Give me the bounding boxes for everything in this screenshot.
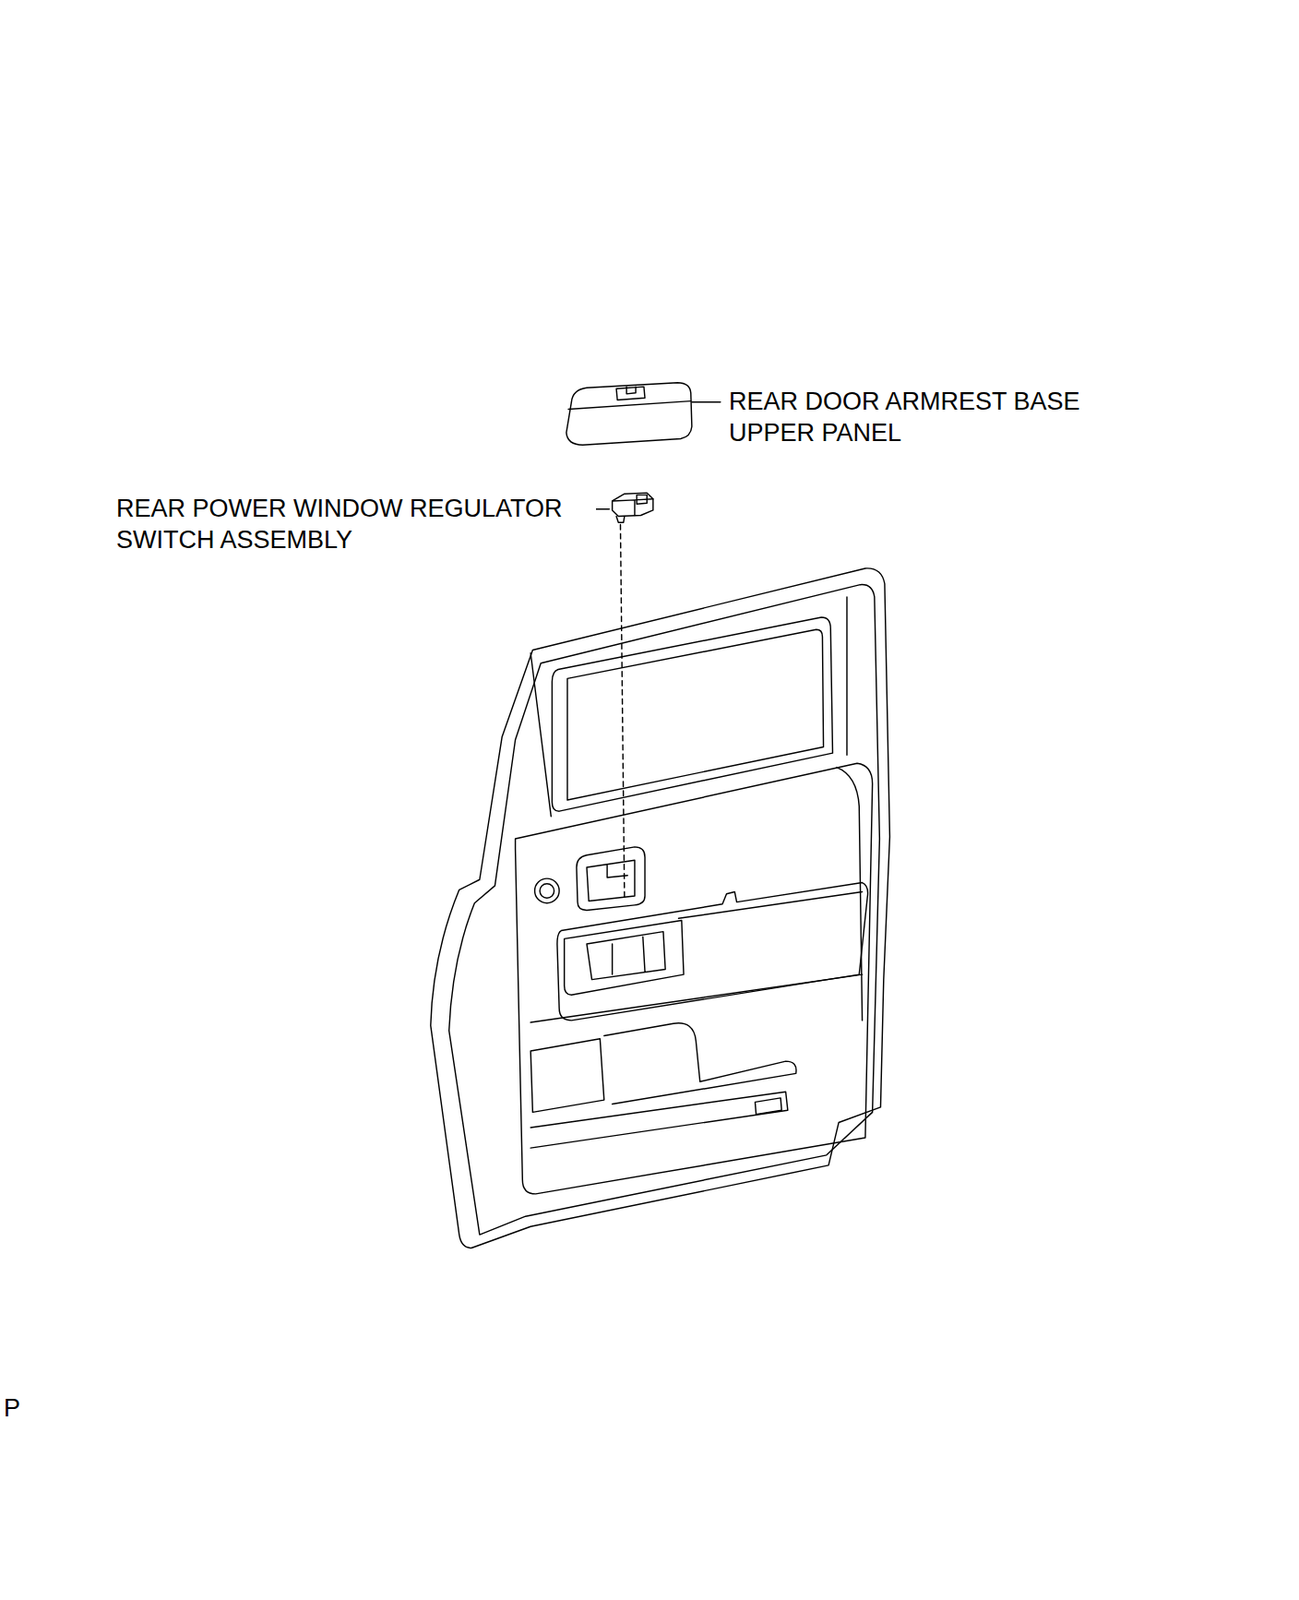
switch-body	[612, 492, 654, 516]
trim-line	[530, 974, 862, 1023]
lock-knob-inner	[539, 883, 554, 898]
assembly-dashed-line	[619, 524, 624, 900]
lock-knob	[535, 878, 561, 904]
door-inner	[449, 584, 881, 1236]
inside-handle-recess	[576, 846, 645, 911]
frame-edge	[530, 596, 847, 817]
switch-pocket-detail	[586, 931, 666, 980]
armrest	[557, 882, 869, 1021]
switch-pocket	[564, 919, 684, 995]
window-opening	[551, 617, 833, 811]
inside-handle	[586, 859, 635, 901]
pocket-edge	[530, 1091, 788, 1148]
armrest-edge	[679, 892, 863, 919]
switch-assembly	[612, 492, 654, 523]
part-name: REAR DOOR ARMREST BASE UPPER PANEL	[728, 385, 1126, 449]
panel-edge	[568, 401, 692, 410]
switch-hole-inner	[626, 386, 636, 394]
switch-connector	[616, 516, 625, 524]
panel-body	[566, 382, 692, 445]
switch-knob	[636, 494, 647, 504]
figure-code: P	[3, 1392, 21, 1424]
map-pocket	[604, 1023, 797, 1105]
reflector	[754, 1097, 782, 1115]
armrest-upper-panel	[566, 382, 692, 445]
switch-hole	[616, 386, 645, 400]
part-name: REAR POWER WINDOW REGULATOR SWITCH ASSEM…	[116, 492, 596, 556]
rear-door	[430, 568, 891, 1249]
trim-panel	[515, 762, 873, 1194]
window-inner	[567, 629, 824, 800]
speaker-area	[530, 1038, 605, 1113]
leader-line	[691, 401, 721, 403]
door-outer	[430, 568, 891, 1249]
